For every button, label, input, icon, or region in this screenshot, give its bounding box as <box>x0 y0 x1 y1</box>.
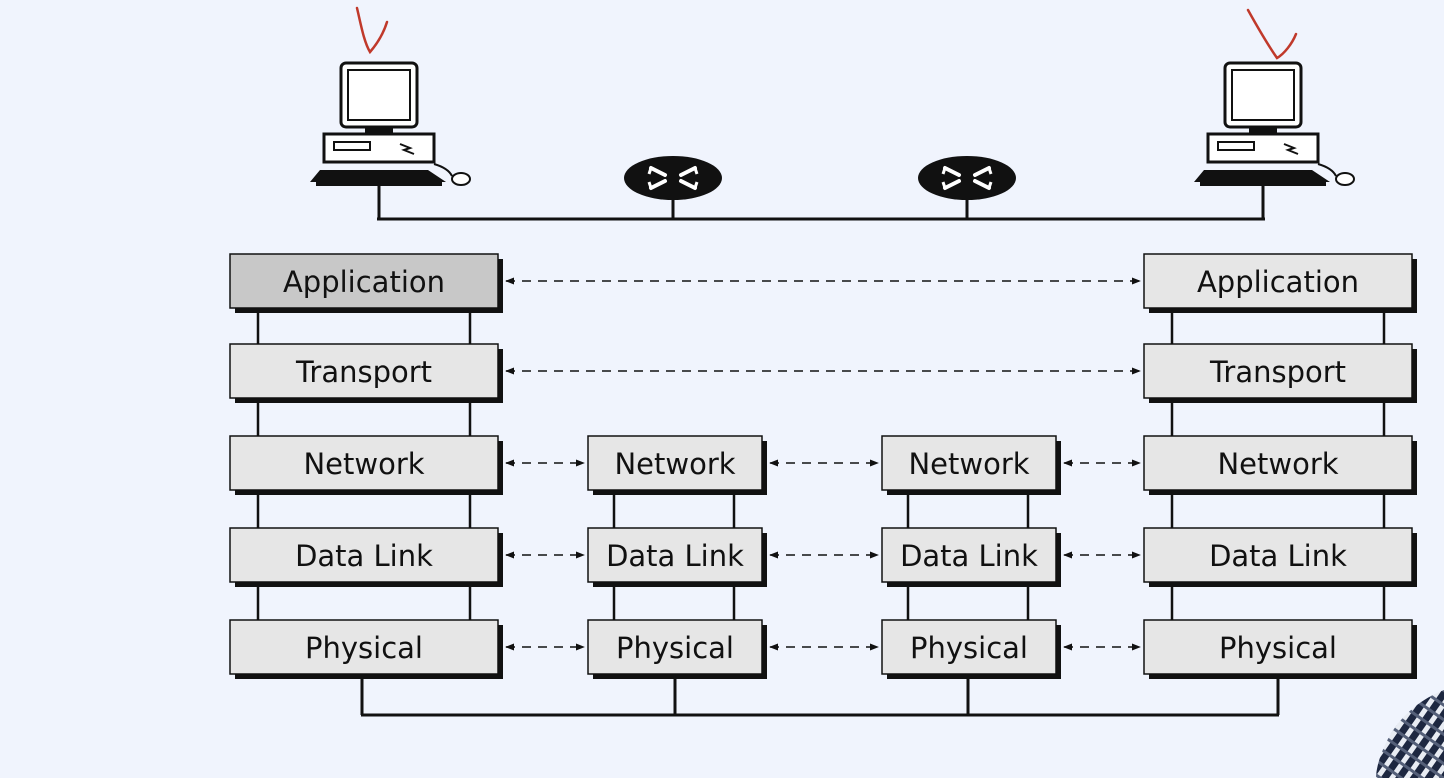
layer-label-physical: Physical <box>305 631 423 665</box>
layer-label-physical: Physical <box>1219 631 1337 665</box>
layer-label-network: Network <box>1217 447 1338 481</box>
layer-box-rect <box>1143 253 1413 309</box>
layer-box-rect <box>229 619 499 675</box>
peer-arrows <box>505 277 1141 651</box>
layer-box-rect <box>229 253 499 309</box>
layer-box-rect <box>881 527 1057 583</box>
layer-box-data-link: Data Link <box>881 527 1061 587</box>
layer-box-rect <box>881 619 1057 675</box>
bottom-physical-wire <box>360 674 1280 717</box>
layer-box-physical: Physical <box>881 619 1061 679</box>
top-network-wire <box>377 183 1265 221</box>
presenter-shoulder <box>1376 690 1444 778</box>
layer-label-transport: Transport <box>1209 355 1346 389</box>
layer-label-data-link: Data Link <box>1209 539 1347 573</box>
layer-label-physical: Physical <box>910 631 1028 665</box>
layer-box-rect <box>587 527 763 583</box>
layer-box-rect <box>229 343 499 399</box>
router-icon <box>624 156 722 200</box>
layer-box-application: Application <box>229 253 503 313</box>
layer-label-data-link: Data Link <box>900 539 1038 573</box>
layer-box-application: Application <box>1143 253 1417 313</box>
layer-box-transport: Transport <box>229 343 503 403</box>
layer-label-application: Application <box>283 265 445 299</box>
layer-box-network: Network <box>881 435 1061 495</box>
layer-label-data-link: Data Link <box>295 539 433 573</box>
layer-box-rect <box>881 435 1057 491</box>
layer-box-rect <box>1143 435 1413 491</box>
router-icon <box>918 156 1016 200</box>
desktop-computer-icon <box>310 61 471 186</box>
layer-label-network: Network <box>303 447 424 481</box>
layer-box-transport: Transport <box>1143 343 1417 403</box>
layer-box-network: Network <box>229 435 503 495</box>
desktop-computer-icon <box>1194 61 1355 186</box>
layer-box-network: Network <box>587 435 767 495</box>
layer-label-transport: Transport <box>295 355 432 389</box>
layer-box-rect <box>229 527 499 583</box>
layer-box-data-link: Data Link <box>229 527 503 587</box>
layer-box-data-link: Data Link <box>587 527 767 587</box>
layer-box-physical: Physical <box>587 619 767 679</box>
red-checkmark-annotation <box>1246 8 1298 60</box>
layer-box-network: Network <box>1143 435 1417 495</box>
layer-box-rect <box>1143 343 1413 399</box>
layer-box-rect <box>1143 619 1413 675</box>
layer-box-physical: Physical <box>1143 619 1417 679</box>
layer-box-physical: Physical <box>229 619 503 679</box>
layer-box-data-link: Data Link <box>1143 527 1417 587</box>
layer-box-rect <box>229 435 499 491</box>
layer-label-physical: Physical <box>616 631 734 665</box>
layer-label-network: Network <box>908 447 1029 481</box>
layer-label-network: Network <box>614 447 735 481</box>
layer-box-rect <box>587 435 763 491</box>
red-checkmark-annotation <box>355 6 389 55</box>
layer-label-data-link: Data Link <box>606 539 744 573</box>
layer-box-rect <box>1143 527 1413 583</box>
layer-label-application: Application <box>1197 265 1359 299</box>
